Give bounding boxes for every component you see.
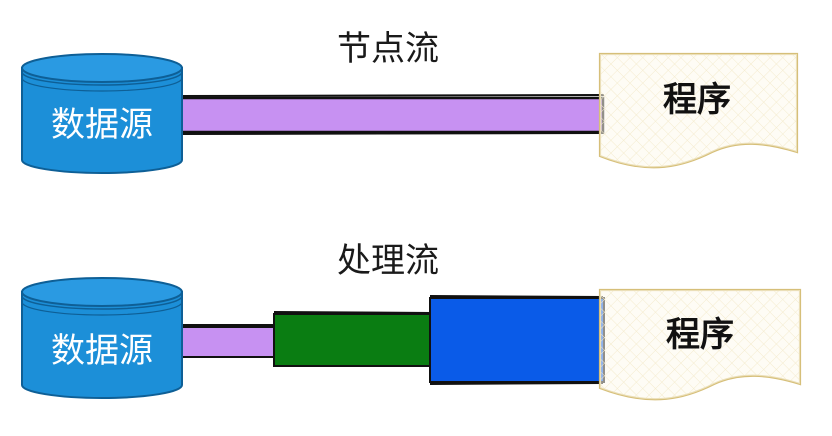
processing-stream-title: 处理流 <box>337 241 439 281</box>
pipe-edge-top <box>179 94 605 97</box>
data-source-label-2: 数据源 <box>51 331 153 371</box>
cylinder-database-icon <box>21 291 183 399</box>
program-label: 程序 <box>663 80 731 120</box>
inner-node-stream-pipe <box>177 326 279 358</box>
program-document-2: 程序 <box>598 288 802 401</box>
blue-edge-bottom <box>429 382 604 385</box>
green-edge-top <box>273 311 433 314</box>
blue-edge-top <box>429 295 604 298</box>
processing-stream-group: 处理流 数据源 程序 <box>21 241 802 401</box>
cylinder-database-icon <box>21 67 183 174</box>
data-source-label: 数据源 <box>51 105 153 145</box>
node-stream-group: 节点流 数据源 程序 <box>21 29 799 174</box>
program-label-2: 程序 <box>666 315 734 355</box>
program-document: 程序 <box>598 52 799 169</box>
node-stream-title: 节点流 <box>337 29 439 69</box>
node-stream-pipe <box>176 96 605 134</box>
pipe-edge-bottom <box>179 132 605 135</box>
data-source-database-2: 数据源 <box>21 277 183 399</box>
first-processing-wrapper <box>273 313 435 367</box>
data-source-database: 数据源 <box>21 53 183 174</box>
second-processing-wrapper <box>429 297 605 383</box>
